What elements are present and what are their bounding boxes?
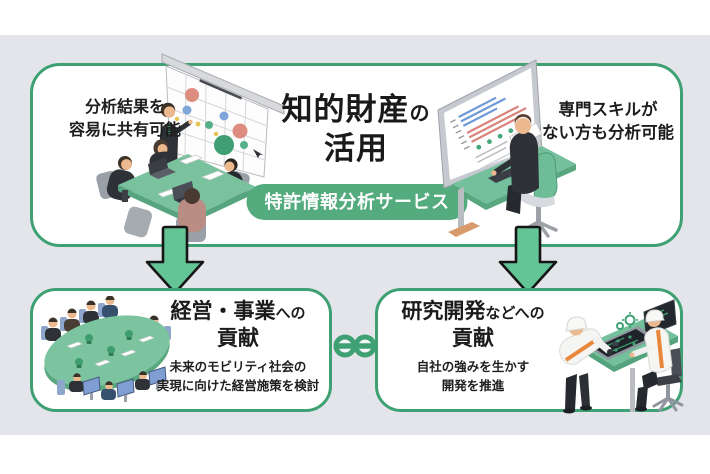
laptop — [148, 157, 168, 175]
seated-analyst — [491, 114, 539, 214]
feature-noskill-line2: ない方も分析可能 — [542, 124, 674, 143]
feature-share-line1: 分析結果を — [84, 99, 165, 116]
laptop — [172, 181, 194, 200]
office-chair — [520, 152, 558, 238]
service-badge: 特許情報分析サービス — [246, 184, 468, 220]
title-main: 知的財産 — [281, 92, 410, 127]
bubble-chart — [174, 88, 264, 158]
rnd-title-main: 研究開発 — [401, 300, 486, 323]
business-contribution-text: 経営・事業への 貢献 未来のモビリティ社会の 実現に向けた経営施策を検討 — [146, 299, 330, 395]
business-title-main: 経営・事業 — [170, 300, 276, 323]
feature-share-line2: 容易に共有可能 — [68, 121, 181, 139]
rnd-desc: 自社の強みを生かす 開発を推進 — [416, 359, 530, 393]
business-title-line2: 貢献 — [217, 326, 259, 350]
title-particle: の — [409, 103, 431, 125]
chart-title-bar — [199, 79, 242, 100]
table-plants — [75, 330, 133, 368]
seated-worker — [629, 309, 684, 412]
down-arrow-icon — [498, 225, 558, 295]
empty-chair — [124, 206, 152, 238]
business-title-suffix: への — [275, 305, 306, 322]
page-title: 知的財産の 活用 — [256, 90, 456, 168]
conference-illustration — [41, 296, 171, 402]
business-title: 経営・事業への 貢献 — [146, 299, 330, 353]
oval-table-top — [44, 315, 170, 387]
gear-icon — [616, 312, 638, 330]
near-side-workstations — [57, 366, 167, 402]
presentation-scene-illustration — [159, 53, 285, 178]
papers — [201, 170, 225, 181]
cursor-icon — [253, 149, 264, 158]
title-line2: 活用 — [324, 131, 388, 167]
standing-worker — [559, 316, 613, 414]
feature-noskill-caption: 専門スキルが ない方も分析可能 — [516, 99, 700, 146]
rnd-title-suffix: などへの — [485, 305, 545, 322]
engineers-illustration — [559, 299, 684, 414]
link-icon — [333, 334, 377, 358]
seated-person-back — [176, 188, 206, 242]
rnd-title: 研究開発などへの 貢献 — [381, 299, 565, 353]
rnd-contribution-text: 研究開発などへの 貢献 自社の強みを生かす 開発を推進 — [381, 299, 565, 395]
projection-screen — [161, 53, 285, 178]
meeting-table-illustration — [96, 139, 256, 242]
analyst-scene-illustration — [437, 59, 576, 238]
feature-share-caption: 分析結果を 容易に共有可能 — [38, 97, 212, 142]
rnd-title-line2: 貢献 — [452, 326, 494, 350]
papers — [179, 154, 203, 165]
down-arrow-icon — [145, 225, 205, 295]
table-papers — [66, 335, 155, 367]
feature-noskill-line1: 専門スキルが — [558, 101, 658, 119]
business-desc: 未来のモビリティ社会の 実現に向けた経営施策を検討 — [156, 359, 320, 393]
